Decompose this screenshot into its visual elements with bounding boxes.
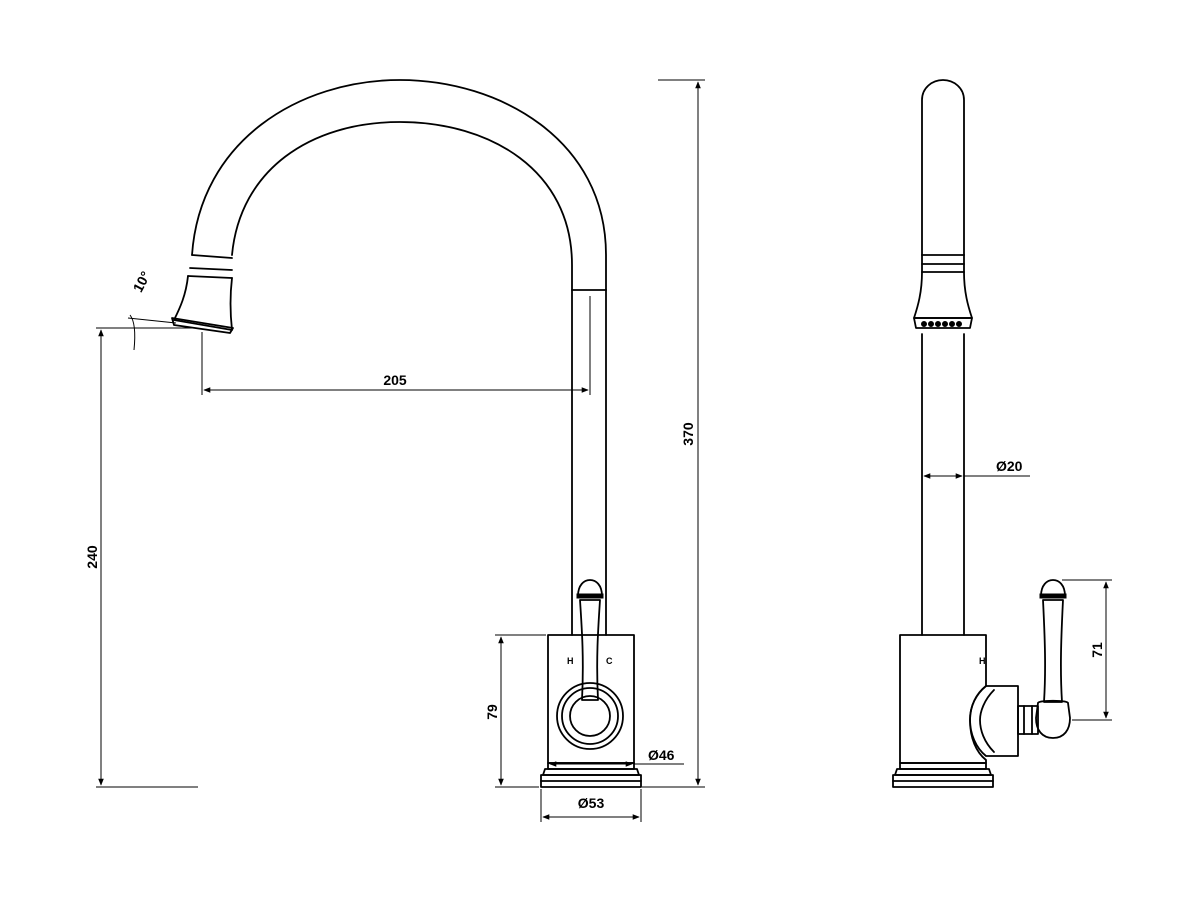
side-base-flange (892, 762, 994, 788)
body-height-dimension-label: 79 (484, 704, 500, 720)
side-spout-collar (921, 254, 965, 273)
lever-boss-mid (561, 687, 619, 745)
spout-collar (187, 254, 233, 279)
front-dimensions: 205 240 10° 370 79 Ø46 Ø53 (84, 79, 705, 822)
body-diameter-dimension-label: Ø46 (648, 747, 675, 763)
side-view: H (892, 79, 1071, 788)
cold-mark: C (606, 656, 613, 666)
angle-arc (129, 314, 136, 351)
overall-height-dimension-label: 370 (680, 422, 696, 446)
spout-outer-curve (191, 79, 607, 291)
side-spout-head (913, 271, 973, 319)
side-spout-top (921, 79, 965, 256)
angle-label: 10° (130, 269, 154, 295)
spout-diameter-dimension-label: Ø20 (996, 458, 1023, 474)
spout-inner-curve (231, 121, 573, 291)
side-lever-boss (969, 685, 1019, 757)
lever-boss-inner (569, 695, 611, 737)
side-lever-stem (1017, 705, 1039, 735)
lever-height-dimension-label: 71 (1089, 642, 1105, 658)
spout-height-dimension-label: 240 (84, 545, 100, 569)
side-lever-handle (1035, 579, 1071, 739)
side-mark: H (979, 656, 986, 666)
base-flange (540, 762, 642, 788)
base-diameter-dimension-label: Ø53 (578, 795, 605, 811)
side-aerator (913, 317, 973, 329)
side-dimensions: Ø20 71 (923, 458, 1112, 721)
side-body (899, 634, 987, 764)
lever-boss-outer (556, 682, 624, 750)
spout-head (173, 275, 233, 331)
lever-handle (576, 579, 604, 701)
reach-dimension-label: 205 (383, 372, 407, 388)
hot-mark: H (567, 656, 574, 666)
front-view: H C (96, 79, 642, 788)
